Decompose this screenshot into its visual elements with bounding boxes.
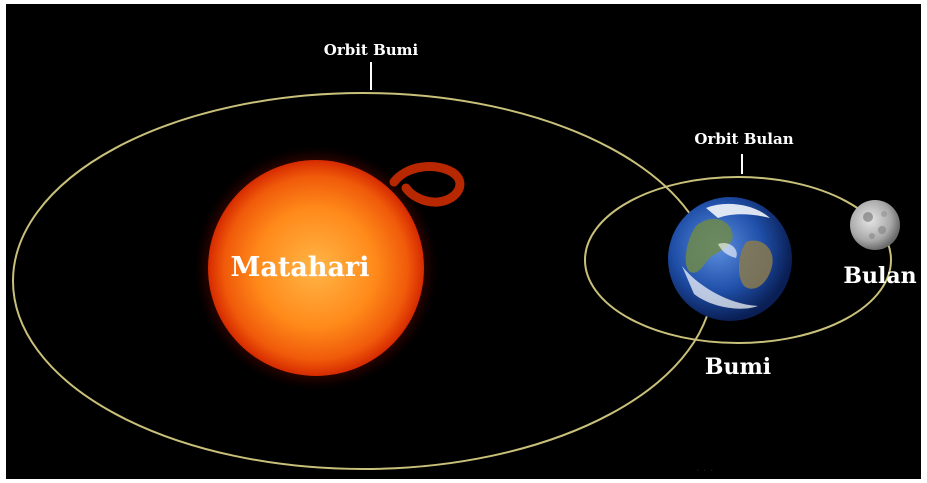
diagram-frame: Orbit Bumi Matahari Orbit Bulan Bumi Bul… [6, 4, 921, 479]
sun-label: Matahari [231, 252, 370, 283]
earth-icon [668, 197, 792, 321]
solar-system-diagram: Orbit Bumi Matahari Orbit Bulan Bumi Bul… [12, 41, 917, 477]
moon-orbit-ellipse [584, 176, 892, 344]
solar-prominence [389, 162, 465, 207]
orbit-earth-label: Orbit Bumi [324, 41, 419, 59]
moon-label: Bulan [843, 263, 916, 289]
moon-icon [850, 200, 900, 250]
orbit-moon-label: Orbit Bulan [694, 130, 793, 148]
earth-label: Bumi [705, 354, 771, 380]
sun-icon [208, 160, 424, 376]
watermark: · · · [696, 464, 713, 477]
